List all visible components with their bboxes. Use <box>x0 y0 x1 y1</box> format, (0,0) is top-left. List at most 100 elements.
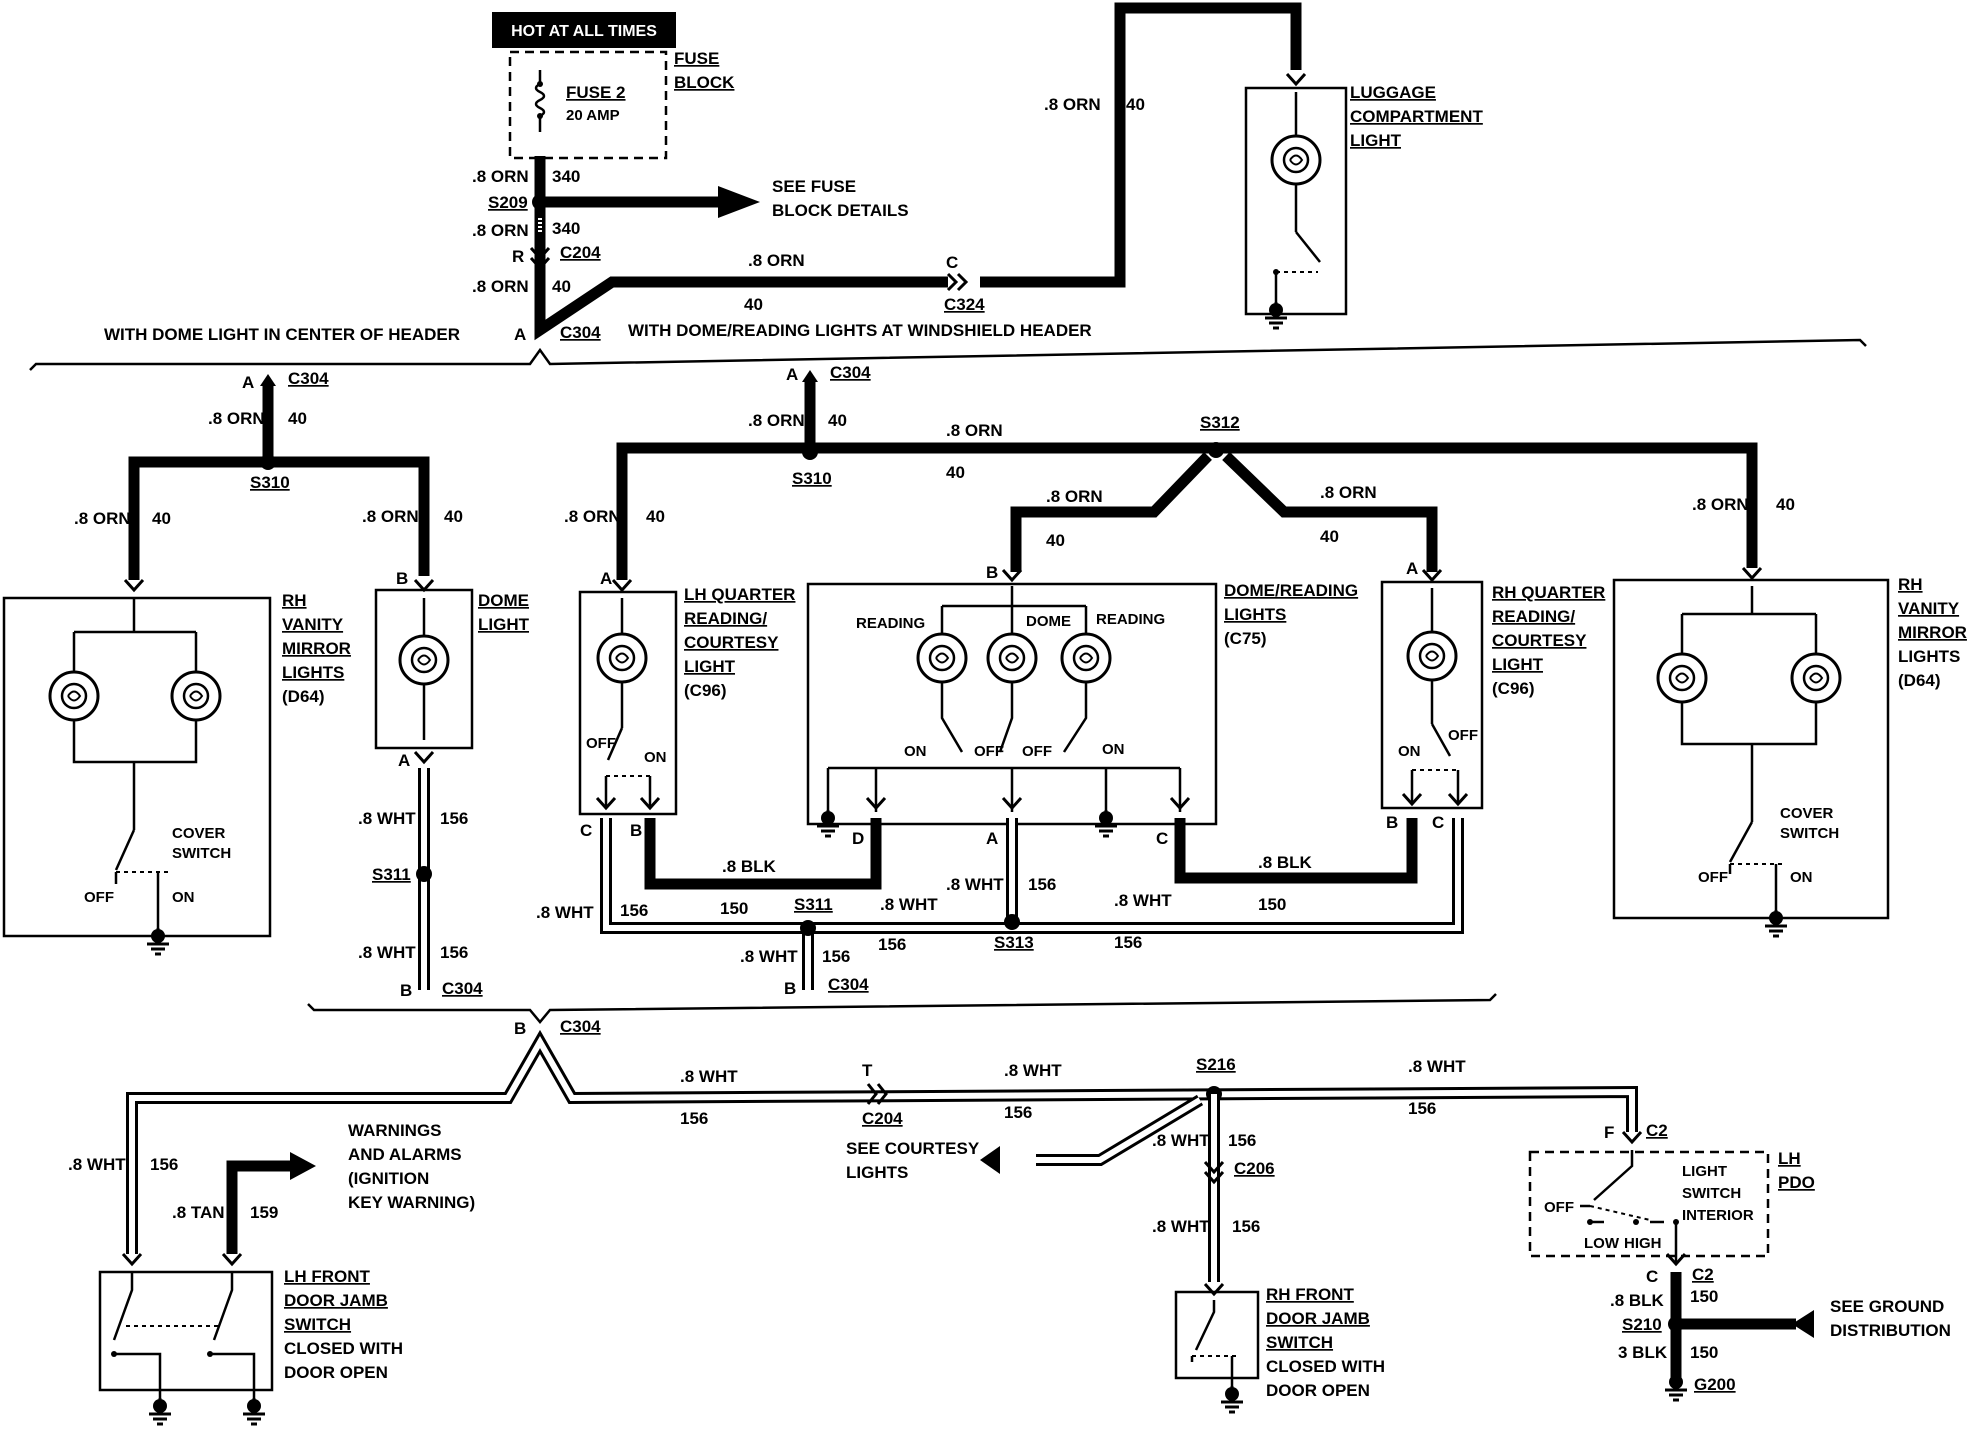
lh-quarter-light-box <box>578 590 678 816</box>
s312-label: S312 <box>1200 413 1240 432</box>
luggage-label-3: LIGHT <box>1350 131 1402 150</box>
on-label: ON <box>904 743 927 760</box>
s216-label: S216 <box>1196 1055 1236 1074</box>
circuit-label: 150 <box>1690 1343 1718 1362</box>
pin-a-label: A <box>786 365 798 384</box>
circuit-label: 40 <box>152 509 171 528</box>
c304-label: C304 <box>828 975 869 994</box>
wire-label: .8 WHT <box>358 809 416 828</box>
splice-s209 <box>532 194 548 210</box>
rh-vanity-label-1: RH <box>1898 575 1923 594</box>
on-label: ON <box>1790 869 1813 886</box>
section-left-label: WITH DOME LIGHT IN CENTER OF HEADER <box>104 325 460 344</box>
pin-f-label: F <box>1604 1123 1614 1142</box>
pin-d-label: D <box>852 829 864 848</box>
circuit-label: 156 <box>440 943 468 962</box>
wire-label: .8 WHT <box>536 903 594 922</box>
circuit-label: 40 <box>744 295 763 314</box>
connector-c204 <box>866 1083 888 1105</box>
rh-quarter-label-4: LIGHT <box>1492 655 1544 674</box>
rh-vanity-label-4: LIGHTS <box>282 663 344 682</box>
wire-label: .8 WHT <box>740 947 798 966</box>
rh-front-jamb-label-4: CLOSED WITH <box>1266 1357 1385 1376</box>
wire-label: .8 WHT <box>1114 891 1172 910</box>
pin-c-label: C <box>1432 813 1444 832</box>
fuse-2-icon <box>534 70 546 132</box>
rh-vanity-mirror-box-left <box>2 596 272 938</box>
reading-label: READING <box>1096 611 1165 628</box>
c204-label: C204 <box>862 1109 903 1128</box>
off-label: OFF <box>84 889 114 906</box>
c2-label: C2 <box>1646 1121 1668 1140</box>
wire-label: .8 ORN <box>946 421 1003 440</box>
c2-label: C2 <box>1692 1265 1714 1284</box>
luggage-label-2: COMPARTMENT <box>1350 107 1483 126</box>
rh-quarter-label-1: RH QUARTER <box>1492 583 1605 602</box>
rh-quarter-label-5: (C96) <box>1492 679 1535 698</box>
see-fuse-label-2: BLOCK DETAILS <box>772 201 909 220</box>
pin-c-label: C <box>580 821 592 840</box>
lh-front-jamb-label-4: CLOSED WITH <box>284 1339 403 1358</box>
dome-lamp-icon <box>986 632 1038 684</box>
wire-label: .8 ORN <box>748 251 805 270</box>
circuit-label: 40 <box>1776 495 1795 514</box>
wire-label: .8 WHT <box>1152 1217 1210 1236</box>
see-fuse-arrow <box>718 186 760 218</box>
wire-label: .8 TAN <box>172 1203 225 1222</box>
lh-front-jamb-label-1: LH FRONT <box>284 1267 371 1286</box>
circuit-label: 156 <box>1408 1099 1436 1118</box>
wire-label: .8 WHT <box>1152 1131 1210 1150</box>
rh-quarter-label-3: COURTESY <box>1492 631 1587 650</box>
off-label: OFF <box>1544 1199 1574 1216</box>
pin-a-label: A <box>1406 559 1418 578</box>
c324-label: C324 <box>944 295 985 314</box>
wire-label: .8 ORN <box>74 509 131 528</box>
ground-icon <box>1219 1384 1245 1414</box>
pin-c-label: C <box>1646 1267 1658 1286</box>
c304-label: C304 <box>830 363 871 382</box>
splice-s311-right <box>800 920 816 936</box>
s311-label: S311 <box>372 865 411 884</box>
circuit-label: 156 <box>440 809 468 828</box>
circuit-label: 40 <box>552 277 571 296</box>
circuit-label: 150 <box>1690 1287 1718 1306</box>
warnings-label-3: (IGNITION <box>348 1169 429 1188</box>
s310-label: S310 <box>250 473 290 492</box>
vanity-lamp-icon <box>170 670 222 722</box>
pin-b-label: B <box>1386 813 1398 832</box>
circuit-label: 156 <box>1232 1217 1260 1236</box>
circuit-label: 156 <box>1228 1131 1256 1150</box>
rh-vanity-label-1: RH <box>282 591 307 610</box>
see-fuse-label-1: SEE FUSE <box>772 177 856 196</box>
s310-label: S310 <box>792 469 832 488</box>
fuse-block-label-1: FUSE <box>674 49 719 68</box>
wire-label: .8 ORN <box>472 167 529 186</box>
rh-quarter-light-box <box>1380 580 1484 810</box>
warnings-label-2: AND ALARMS <box>348 1145 462 1164</box>
rh-vanity-label-3: MIRROR <box>282 639 351 658</box>
luggage-lamp-icon <box>1270 134 1322 186</box>
ground-icon <box>241 1396 267 1426</box>
warnings-arrow <box>290 1152 316 1180</box>
c206-label: C206 <box>1234 1159 1275 1178</box>
dome-reading-label-2: LIGHTS <box>1224 605 1286 624</box>
rh-front-jamb-label-5: DOOR OPEN <box>1266 1381 1370 1400</box>
pin-a-label: A <box>986 829 998 848</box>
pin-b-label: B <box>400 981 412 1000</box>
pin-t-label: T <box>862 1061 873 1080</box>
wire-label: .8 WHT <box>1408 1057 1466 1076</box>
circuit-label: 40 <box>1320 527 1339 546</box>
circuit-label: 156 <box>150 1155 178 1174</box>
lh-quarter-label-3: COURTESY <box>684 633 779 652</box>
circuit-label: 156 <box>680 1109 708 1128</box>
on-label: ON <box>172 889 195 906</box>
splice-s310 <box>260 454 276 470</box>
dome-light-label-1: DOME <box>478 591 529 610</box>
s311-label: S311 <box>794 895 833 914</box>
wire-label: .8 ORN <box>748 411 805 430</box>
vanity-lamp-icon <box>1656 652 1708 704</box>
circuit-label: 340 <box>552 219 580 238</box>
pin-b-label: B <box>986 563 998 582</box>
off-label: OFF <box>974 743 1004 760</box>
cover-switch-label: SWITCH <box>172 845 231 862</box>
